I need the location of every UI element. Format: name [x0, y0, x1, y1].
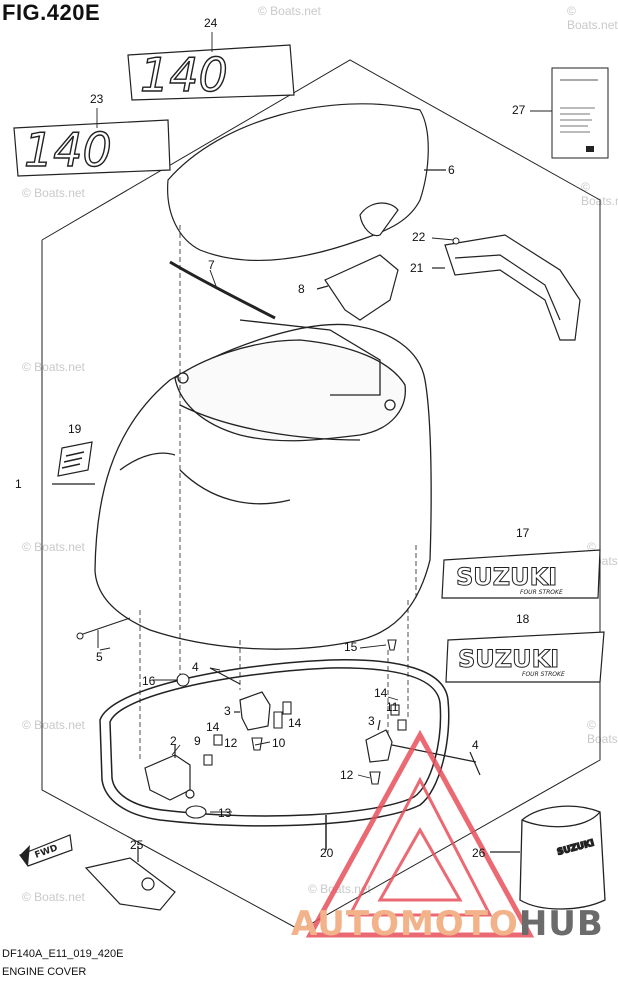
latch-2	[144, 745, 195, 801]
rod-4-left	[209, 667, 241, 685]
callout-4-right: 4	[472, 738, 479, 752]
callout-23: 23	[90, 92, 104, 106]
watermark-text: © Boats.net	[308, 882, 371, 896]
seal-7	[169, 260, 276, 320]
watermark-text: © Boats.net	[22, 890, 85, 904]
collar-12a	[251, 737, 263, 751]
callout-17: 17	[516, 526, 530, 540]
callout-21: 21	[410, 261, 424, 275]
watermark-text: © Boats.net	[22, 360, 85, 374]
guide-lines	[139, 225, 417, 760]
top-cover-6	[167, 103, 446, 261]
four-stroke-text: FOUR STROKE	[522, 671, 565, 678]
callout-14-a: 14	[288, 716, 302, 730]
model-number-text: 140	[24, 123, 112, 177]
callout-18: 18	[516, 612, 530, 626]
assembly-frame	[41, 59, 601, 931]
screw-14b	[213, 734, 223, 746]
model-decal-23: 140	[13, 119, 171, 178]
brand-wordmark-hub: HUB	[518, 904, 604, 944]
brand-triangle-logo	[305, 729, 535, 938]
four-stroke-text: FOUR STROKE	[520, 589, 563, 596]
clip-10	[273, 711, 283, 729]
model-number-text: 140	[140, 48, 228, 102]
rod-4-right	[391, 744, 481, 776]
callout-11: 11	[386, 700, 399, 714]
washer-13	[185, 805, 207, 819]
callout-27: 27	[512, 103, 526, 117]
caution-label-27	[530, 67, 609, 159]
watermark-text: © Boats.net	[567, 4, 618, 32]
callout-10: 10	[272, 736, 286, 750]
screw-22	[431, 237, 460, 245]
fwd-arrow-icon: FWD	[19, 834, 73, 867]
bag-25	[84, 846, 176, 911]
callout-26: 26	[472, 846, 486, 860]
engine-cover-1	[52, 319, 432, 650]
callout-12-a: 12	[224, 736, 238, 750]
grommet-16	[176, 673, 190, 687]
callout-15: 15	[344, 640, 358, 654]
brand-wordmark: AUTOMOTOHUB	[291, 904, 604, 944]
callout-5: 5	[96, 650, 103, 664]
callout-9: 9	[194, 734, 201, 748]
callout-19: 19	[68, 422, 82, 436]
bolt-5	[76, 617, 131, 648]
hook-3-right	[365, 719, 393, 763]
screw-15	[387, 639, 397, 651]
emblem-19	[57, 441, 93, 477]
watermark-text: © Boats.net	[22, 540, 85, 554]
suzuki-text: SUZUKI	[458, 645, 559, 673]
callout-3-right: 3	[368, 714, 375, 728]
callout-16: 16	[142, 674, 156, 688]
suzuki-text: SUZUKI	[456, 563, 557, 591]
callout-1: 1	[15, 477, 22, 491]
suzuki-decal-18: SUZUKI FOUR STROKE	[445, 631, 605, 683]
callout-25: 25	[130, 838, 144, 852]
callout-12-b: 12	[340, 768, 354, 782]
figure-title: FIG.420E	[2, 0, 101, 25]
leader-lines	[96, 32, 399, 779]
watermark-text: © Boats.net	[22, 186, 85, 200]
callout-14-b: 14	[206, 720, 220, 734]
callout-8: 8	[298, 282, 305, 296]
figure-name: ENGINE COVER	[2, 966, 87, 978]
watermark-text: © Boats.net	[587, 718, 618, 746]
nut-11	[397, 719, 407, 731]
outboard-cover-26: SUZUKI	[490, 805, 606, 910]
collar-12b	[369, 771, 381, 785]
figure-code: DF140A_E11_019_420E	[2, 948, 124, 960]
watermark-text: © Boats.net	[22, 718, 85, 732]
bracket-8	[316, 254, 399, 321]
callout-22: 22	[412, 230, 426, 244]
screw-14a	[282, 701, 292, 715]
small-fasteners	[176, 639, 407, 819]
pin-9	[203, 754, 213, 766]
seal-20	[99, 659, 450, 850]
callout-7: 7	[208, 258, 215, 272]
screw-14c	[390, 704, 400, 716]
callout-24: 24	[204, 16, 218, 30]
watermark-text: © Boats.net	[258, 4, 321, 18]
model-decal-24: 140	[127, 44, 295, 103]
callout-13: 13	[218, 806, 232, 820]
hook-3-left	[234, 691, 271, 731]
callout-14-c: 14	[374, 686, 388, 700]
callout-20: 20	[320, 846, 334, 860]
callout-2: 2	[170, 734, 177, 748]
callout-4-left: 4	[192, 660, 199, 674]
callout-3-left: 3	[224, 704, 231, 718]
callout-6: 6	[448, 163, 455, 177]
brand-wordmark-auto: AUTOMOTO	[291, 904, 519, 944]
suzuki-decal-17: SUZUKI FOUR STROKE	[441, 549, 601, 599]
handle-21	[432, 234, 581, 341]
